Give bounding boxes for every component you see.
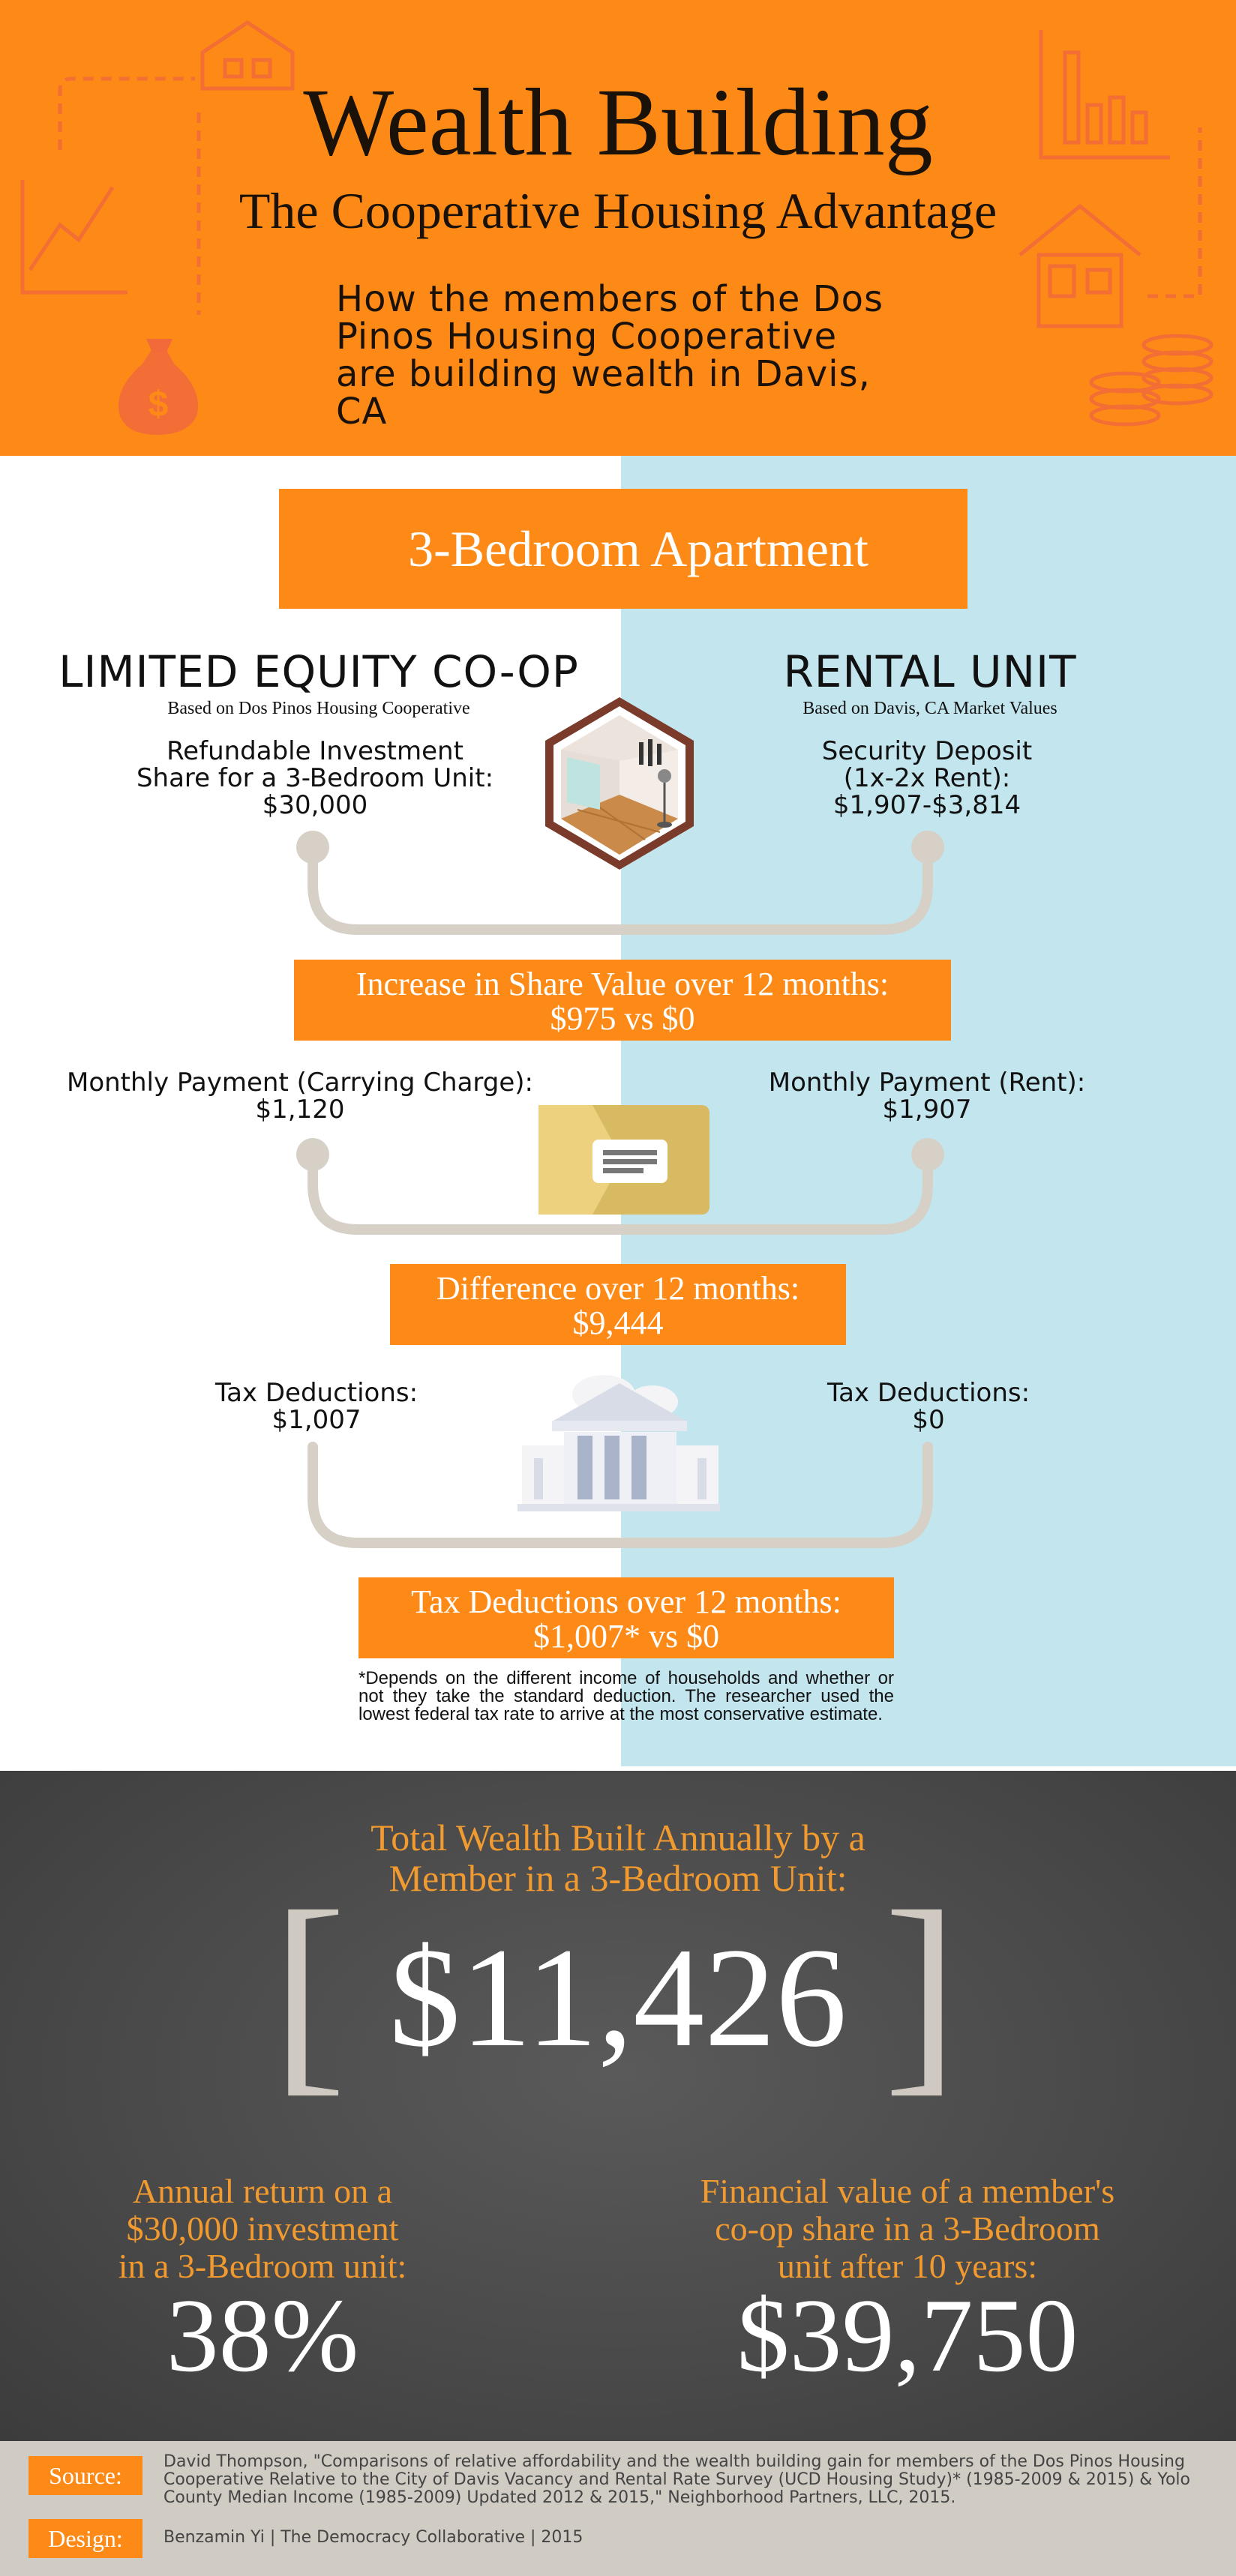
- intro-text: How the members of the Dos Pinos Housing…: [336, 278, 884, 433]
- coop-heading: LIMITED EQUITY CO-OP: [58, 646, 579, 697]
- coin-stack-icon: [1089, 334, 1214, 427]
- unit-type-label: 3-Bedroom Apartment: [408, 520, 868, 577]
- annual-return-label-line3: in a 3-Bedroom unit:: [118, 2247, 407, 2285]
- bracket-open: [: [272, 1865, 346, 2114]
- rental-tax-label: Tax Deductions:: [826, 1378, 1030, 1408]
- annual-return-value: 38%: [166, 2278, 359, 2394]
- footer: [0, 2441, 1236, 2576]
- bank-building-icon: [518, 1375, 720, 1511]
- design-tag: Design:: [28, 2519, 142, 2558]
- coop-tax-label: Tax Deductions:: [214, 1378, 418, 1408]
- payment-card-icon: [538, 1105, 710, 1215]
- coop-payment: Monthly Payment (Carrying Charge): $1,12…: [45, 1069, 555, 1123]
- bracket-close: ]: [884, 1865, 958, 2114]
- tax-footnote: *Depends on the different income of hous…: [358, 1668, 894, 1724]
- connector-graphics: [296, 697, 944, 1548]
- tax-deductions-label: Tax Deductions over 12 months:: [411, 1583, 842, 1620]
- total-wealth-label-line2: Member in a 3-Bedroom Unit:: [388, 1857, 848, 1899]
- coop-payment-value: $1,120: [255, 1095, 345, 1125]
- annual-return-label-line2: $30,000 investment: [126, 2209, 399, 2248]
- room-hexagon-icon: [545, 697, 694, 870]
- source-tag: Source:: [28, 2456, 142, 2495]
- rental-heading: RENTAL UNIT: [783, 646, 1077, 697]
- header-banner: $: [0, 0, 1236, 456]
- total-wealth-label-line1: Total Wealth Built Annually by a: [370, 1817, 866, 1859]
- svg-text:$: $: [148, 385, 169, 424]
- coop-investment-line2: Share for a 3-Bedroom Unit:: [136, 763, 494, 793]
- rental-subheading: Based on Davis, CA Market Values: [802, 699, 1058, 718]
- share-value-label: Increase in Share Value over 12 months:: [356, 966, 890, 1002]
- annual-return-label: Annual return on a $30,000 investment in…: [60, 2173, 465, 2285]
- tax-deductions-box: Tax Deductions over 12 months: $1,007* v…: [358, 1577, 894, 1658]
- coop-subheading: Based on Dos Pinos Housing Cooperative: [167, 699, 470, 718]
- unit-type-banner: 3-Bedroom Apartment: [279, 489, 968, 609]
- connector-1: [308, 842, 933, 935]
- share-value-amount: $975 vs $0: [550, 1000, 695, 1037]
- coop-investment: Refundable Investment Share for a 3-Bedr…: [90, 738, 540, 819]
- connector-3: [308, 1442, 933, 1548]
- header-decorations: $: [20, 19, 1214, 435]
- page-title: Wealth Building: [303, 69, 933, 175]
- coop-tax: Tax Deductions: $1,007: [166, 1379, 466, 1433]
- coop-payment-label: Monthly Payment (Carrying Charge):: [66, 1068, 534, 1098]
- rental-tax: Tax Deductions: $0: [778, 1379, 1078, 1433]
- difference-box: Difference over 12 months: $9,444: [390, 1264, 846, 1345]
- share-value-box: Increase in Share Value over 12 months: …: [294, 960, 951, 1041]
- coop-investment-line1: Refundable Investment: [166, 736, 464, 766]
- total-wealth-label: Total Wealth Built Annually by a Member …: [0, 1817, 1236, 1898]
- line-chart-icon: [20, 180, 128, 295]
- financial-value-label: Financial value of a member's co-op shar…: [645, 2173, 1170, 2285]
- rental-deposit-value: $1,907-$3,814: [832, 790, 1022, 820]
- difference-amount: $9,444: [572, 1304, 664, 1341]
- financial-value-label-line3: unit after 10 years:: [777, 2247, 1038, 2285]
- financial-value-label-line2: co-op share in a 3-Bedroom: [715, 2209, 1100, 2248]
- summary-section: [0, 1771, 1236, 2441]
- dollar-bag-icon: $: [118, 339, 198, 435]
- financial-value-label-line1: Financial value of a member's: [700, 2172, 1115, 2210]
- house-outline-icon: [200, 19, 295, 91]
- rental-payment: Monthly Payment (Rent): $1,907: [702, 1069, 1152, 1123]
- total-wealth-value: $11,426: [388, 1919, 848, 2077]
- page-subtitle: The Cooperative Housing Advantage: [238, 182, 998, 239]
- difference-label: Difference over 12 months:: [436, 1270, 800, 1307]
- design-credit: Benzamin Yi | The Democracy Collaborativ…: [164, 2528, 584, 2547]
- rental-payment-value: $1,907: [882, 1095, 972, 1125]
- tax-deductions-amount: $1,007* vs $0: [532, 1618, 720, 1655]
- financial-value-amount: $39,750: [736, 2278, 1078, 2394]
- rental-deposit-line2: (1x-2x Rent):: [843, 763, 1011, 793]
- house-outline-icon: [1018, 203, 1142, 328]
- coop-tax-value: $1,007: [272, 1405, 362, 1435]
- rental-deposit: Security Deposit (1x-2x Rent): $1,907-$3…: [702, 738, 1152, 819]
- annual-return-label-line1: Annual return on a: [132, 2172, 393, 2210]
- rental-tax-value: $0: [912, 1405, 945, 1435]
- source-citation: David Thompson, "Comparisons of relative…: [164, 2452, 1190, 2507]
- rental-deposit-line1: Security Deposit: [821, 736, 1033, 766]
- bar-chart-icon: [1039, 30, 1170, 160]
- coop-investment-value: $30,000: [262, 790, 368, 820]
- rental-payment-label: Monthly Payment (Rent):: [768, 1068, 1086, 1098]
- connector-2: [308, 1149, 933, 1235]
